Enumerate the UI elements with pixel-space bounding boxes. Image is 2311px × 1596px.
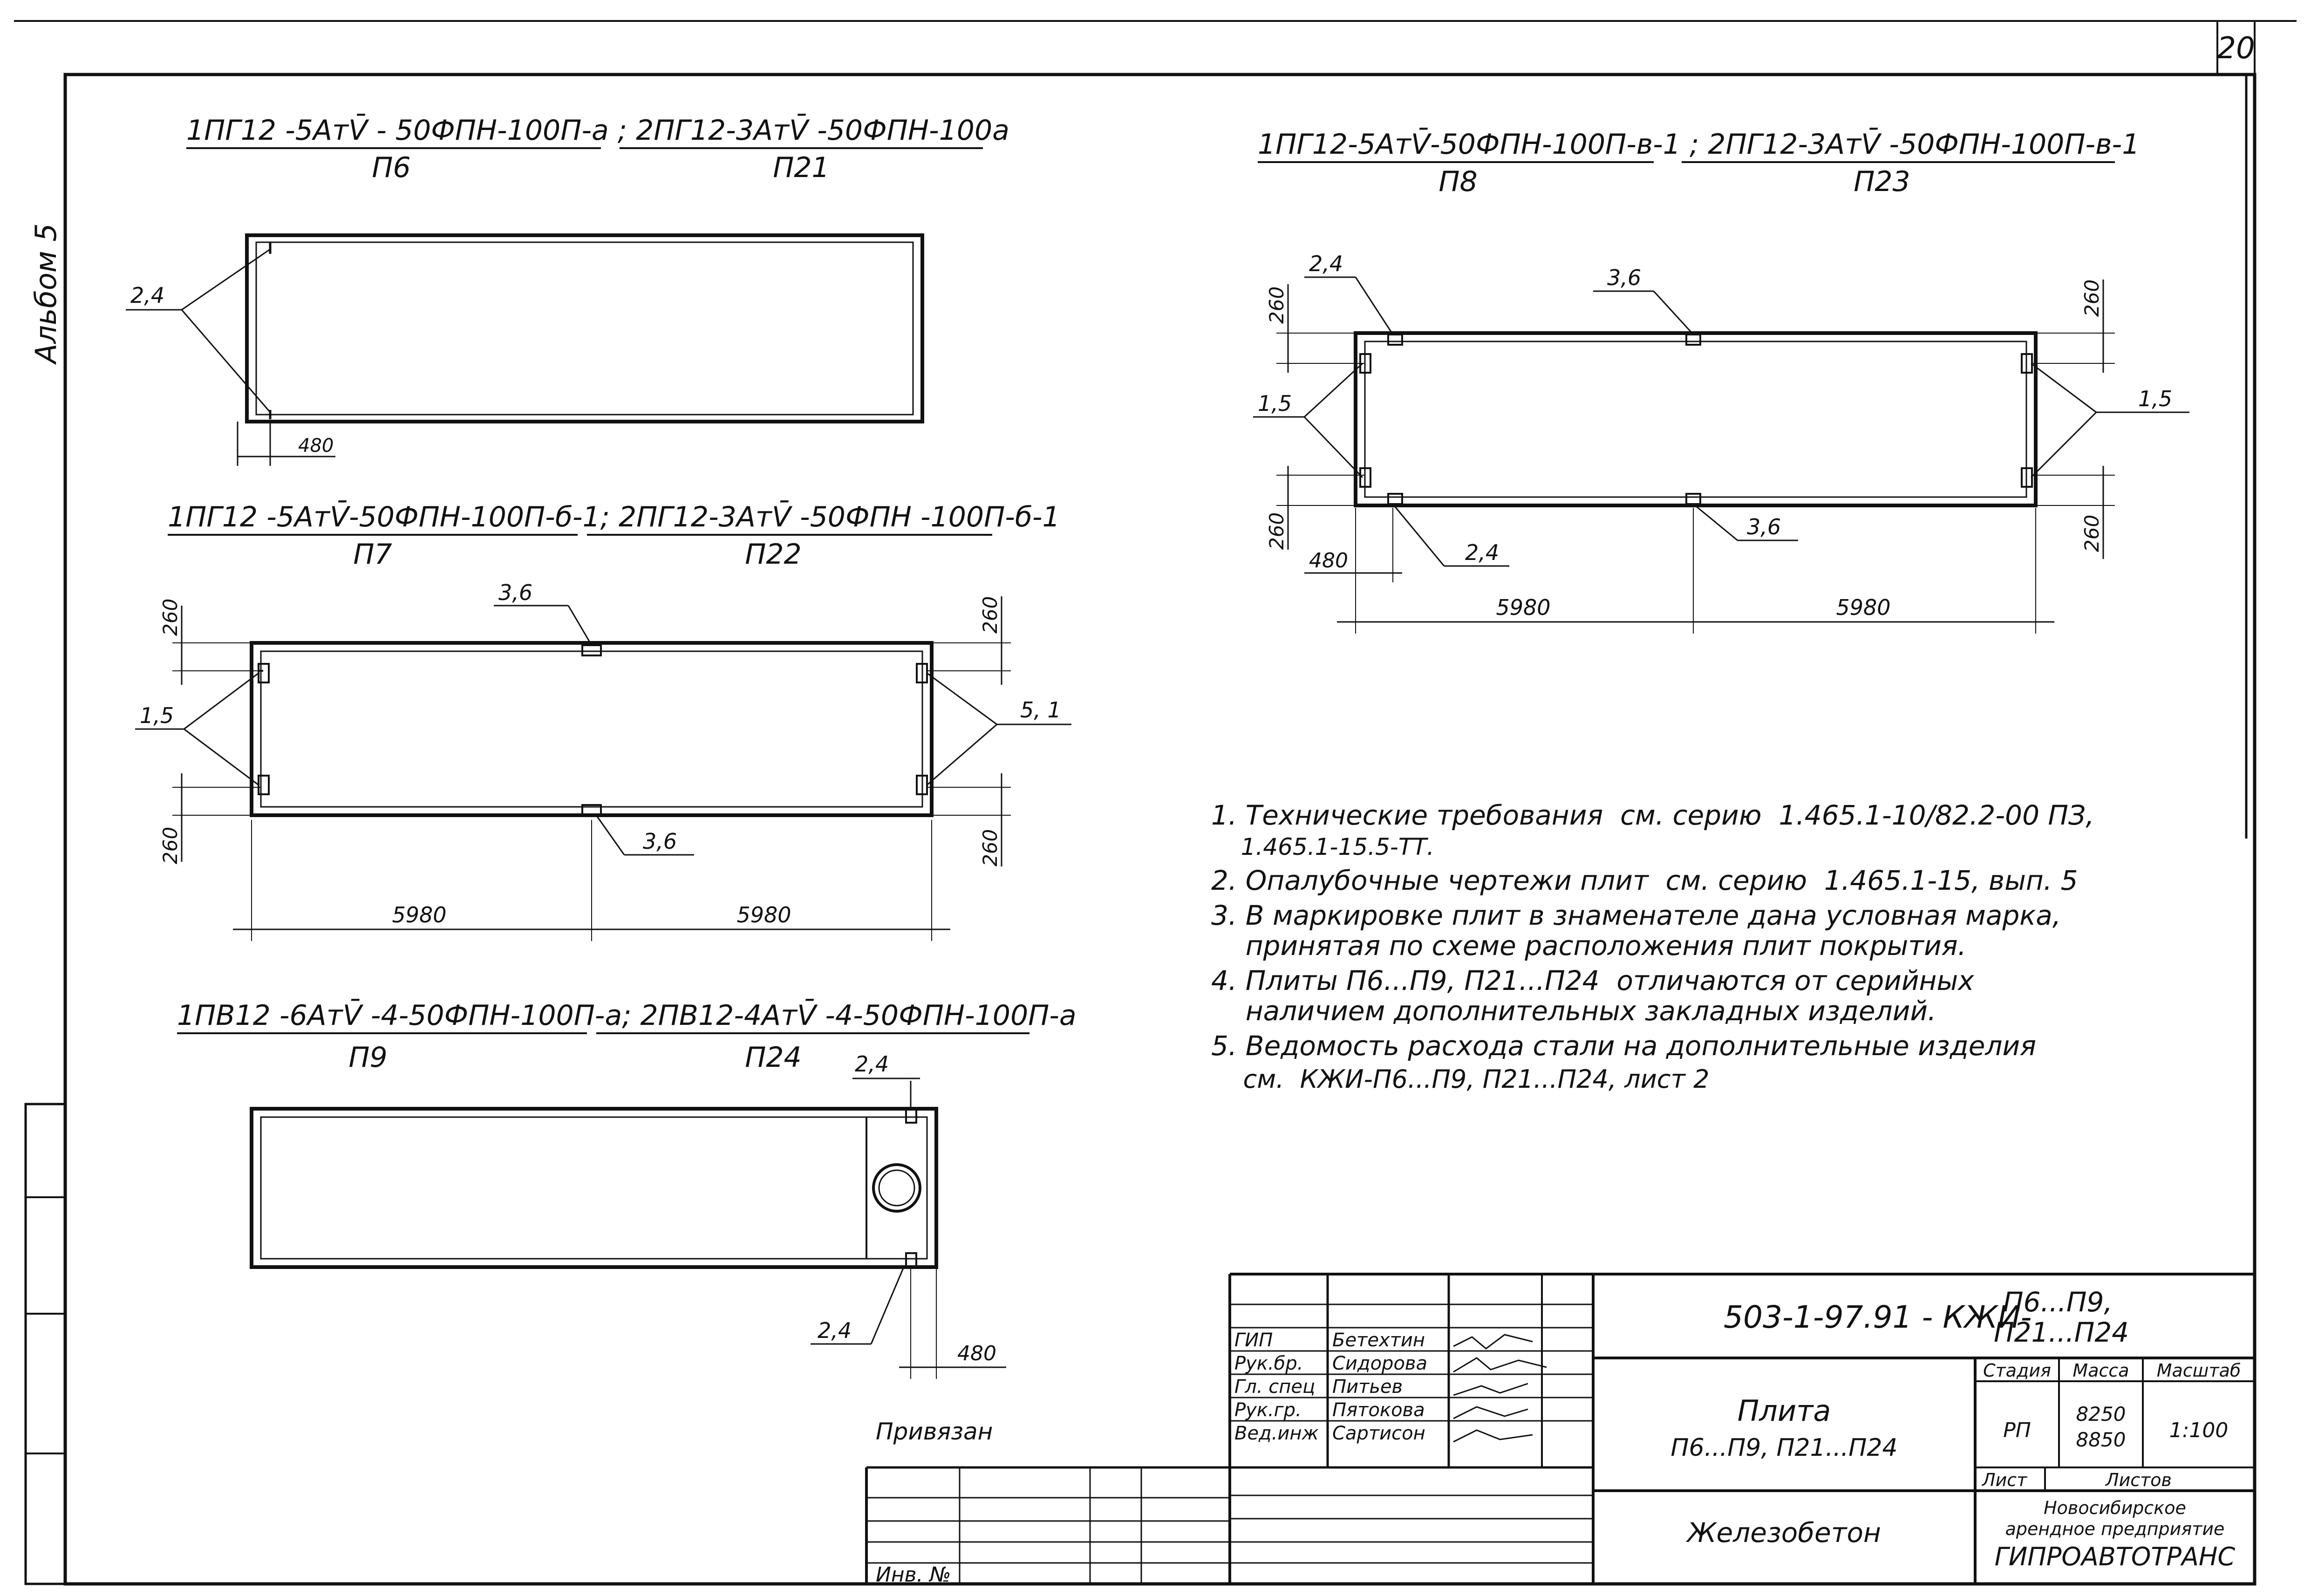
general-notes: 1. Технические требования см. серию 1.46… xyxy=(1211,799,2094,1094)
p6-offset-label: 480 xyxy=(298,435,334,457)
role-ved-inzh: Вед.инж xyxy=(1234,1423,1319,1444)
slab-drawing-p9: 1ПВ12 -6АтV̄ -4-50ФПН-100П-а; 2ПВ12-4АтV… xyxy=(177,998,1077,1379)
p8-edge-label-br: 260 xyxy=(2080,515,2103,552)
attached-label: Привязан xyxy=(876,1418,993,1445)
p9-embed-label-top: 2,4 xyxy=(855,1051,889,1077)
mark-p8-top: 1ПГ12-5АтV̄-50ФПН-100П-в-1 ; 2ПГ12-3АтV̄… xyxy=(1258,127,2140,161)
slab-drawing-p6: 1ПГ12 -5АтV̄ - 50ФПН-100П-а ; 2ПГ12-3АтV… xyxy=(126,113,1009,466)
p7-edge-label-bl: 260 xyxy=(159,827,182,864)
title-block: 503-1-97.91 - КЖИ- П6...П9, П21...П24 ГИ… xyxy=(865,1273,2255,1587)
p8-side-embed-label-left: 1,5 xyxy=(1258,391,1292,416)
p8-side-embed-label-right: 1,5 xyxy=(2138,386,2172,411)
scale-value: 1:100 xyxy=(2169,1419,2229,1442)
album-label: Альбом 5 xyxy=(29,223,63,365)
object-subtitle: П6...П9, П21...П24 xyxy=(1670,1434,1897,1462)
col-scale: Масштаб xyxy=(2157,1360,2241,1381)
p7-mid-embed-label-bottom: 3,6 xyxy=(643,829,677,854)
note-line-1: 1. Технические требования см. серию 1.46… xyxy=(1211,799,2094,831)
inv-number-label: Инв. № xyxy=(876,1563,951,1587)
role-ruk-br: Рук.бр. xyxy=(1234,1353,1303,1374)
sheet-number: 20 xyxy=(2217,31,2255,66)
material-label: Железобетон xyxy=(1686,1517,1881,1548)
mark-p8-sub-right: П23 xyxy=(1854,165,1910,198)
note-line-7: наличием дополнительных закладных издели… xyxy=(1211,995,1936,1027)
org-line-3: ГИПРОАВТОТРАНС xyxy=(1995,1542,2236,1571)
mark-p9-sub-left: П9 xyxy=(348,1041,387,1074)
role-gl-spec: Гл. спец xyxy=(1234,1376,1315,1398)
mass-value-1: 8250 xyxy=(2076,1403,2126,1425)
name-ved-inzh: Сартисон xyxy=(1332,1423,1425,1444)
mark-p6-sub-right: П21 xyxy=(773,151,829,184)
note-line-8: 5. Ведомость расхода стали на дополнител… xyxy=(1211,1030,2036,1062)
col-stage: Стадия xyxy=(1983,1360,2051,1381)
p8-edge-label-tl: 260 xyxy=(1265,286,1288,324)
sheet-label: Лист xyxy=(1981,1470,2028,1490)
p8-mid-embed-label-bottom: 3,6 xyxy=(1747,514,1781,539)
p7-span-left-label: 5980 xyxy=(392,902,446,928)
p7-mid-embed-label-top: 3,6 xyxy=(498,580,532,605)
role-ruk-gr: Рук.гр. xyxy=(1234,1399,1302,1421)
name-gl-spec: Питьев xyxy=(1332,1376,1403,1398)
p8-span-right-label: 5980 xyxy=(1836,595,1890,620)
doc-code-sheets-2: П21...П24 xyxy=(1994,1316,2129,1348)
note-line-2: 1.465.1-15.5-ТТ. xyxy=(1211,833,1434,860)
name-gip: Бетехтин xyxy=(1332,1330,1425,1351)
p7-right-embed-label: 5, 1 xyxy=(1020,697,1061,723)
note-line-9: см. КЖИ-П6...П9, П21...П24, лист 2 xyxy=(1211,1064,1709,1094)
p8-offset-label: 480 xyxy=(1309,549,1348,573)
p8-span-left-label: 5980 xyxy=(1496,595,1550,620)
p8-mid-embed-label-top: 3,6 xyxy=(1607,265,1641,290)
p8-edge-label-tr: 260 xyxy=(2080,280,2103,317)
mark-p9-top: 1ПВ12 -6АтV̄ -4-50ФПН-100П-а; 2ПВ12-4АтV… xyxy=(177,998,1077,1032)
p8-edge-label-bl: 260 xyxy=(1265,512,1288,550)
mass-value-2: 8850 xyxy=(2076,1428,2126,1451)
mark-p7-sub-left: П7 xyxy=(353,538,392,571)
mark-p9-sub-right: П24 xyxy=(745,1041,801,1074)
mark-p6-top: 1ПГ12 -5АтV̄ - 50ФПН-100П-а ; 2ПГ12-3АтV… xyxy=(186,113,1009,147)
org-line-1: Новосибирское xyxy=(2044,1498,2186,1518)
col-mass: Масса xyxy=(2072,1360,2129,1381)
mark-p8-sub-left: П8 xyxy=(1438,165,1477,198)
p6-embed-label: 2,4 xyxy=(130,283,164,308)
slab-drawing-p7: 1ПГ12 -5АтV̄-50ФПН-100П-б-1; 2ПГ12-3АтV̄… xyxy=(135,500,1071,941)
role-gip: ГИП xyxy=(1234,1330,1273,1351)
p8-corner-embed-label-top: 2,4 xyxy=(1309,251,1343,276)
note-line-6: 4. Плиты П6...П9, П21...П24 отличаются о… xyxy=(1211,965,1974,996)
p7-edge-label-br: 260 xyxy=(979,829,1002,866)
p9-offset-label: 480 xyxy=(957,1342,996,1365)
mark-p7-top: 1ПГ12 -5АтV̄-50ФПН-100П-б-1; 2ПГ12-3АтV̄… xyxy=(168,500,1060,533)
sheet-frame xyxy=(14,20,2297,1586)
slab-drawing-p8: 1ПГ12-5АтV̄-50ФПН-100П-в-1 ; 2ПГ12-3АтV̄… xyxy=(1253,127,2189,634)
doc-code: 503-1-97.91 - КЖИ- xyxy=(1724,1299,2031,1335)
mark-p6-sub-left: П6 xyxy=(372,151,410,184)
p7-edge-label-tl: 260 xyxy=(159,599,182,636)
doc-code-sheets-1: П6...П9, xyxy=(2003,1286,2113,1318)
note-line-3: 2. Опалубочные чертежи плит см. серию 1.… xyxy=(1211,865,2078,896)
signatures xyxy=(1453,1334,1547,1443)
mark-p7-sub-right: П22 xyxy=(745,538,801,571)
object-title: Плита xyxy=(1738,1394,1831,1428)
stage-value: РП xyxy=(2003,1419,2031,1442)
note-line-5: принятая по схеме расположения плит покр… xyxy=(1211,930,1966,962)
p8-corner-embed-label-bottom: 2,4 xyxy=(1465,540,1499,565)
note-line-4: 3. В маркировке плит в знаменателе дана … xyxy=(1211,900,2061,931)
org-line-2: арендное предприятие xyxy=(2005,1519,2225,1539)
sheets-label: Листов xyxy=(2105,1470,2172,1490)
p7-edge-label-tr: 260 xyxy=(979,596,1002,634)
name-ruk-gr: Пятокова xyxy=(1332,1399,1425,1421)
p9-embed-label-bottom: 2,4 xyxy=(818,1318,852,1343)
name-ruk-br: Сидорова xyxy=(1332,1353,1427,1374)
p7-span-right-label: 5980 xyxy=(736,902,791,928)
p7-left-embed-label: 1,5 xyxy=(140,703,174,728)
